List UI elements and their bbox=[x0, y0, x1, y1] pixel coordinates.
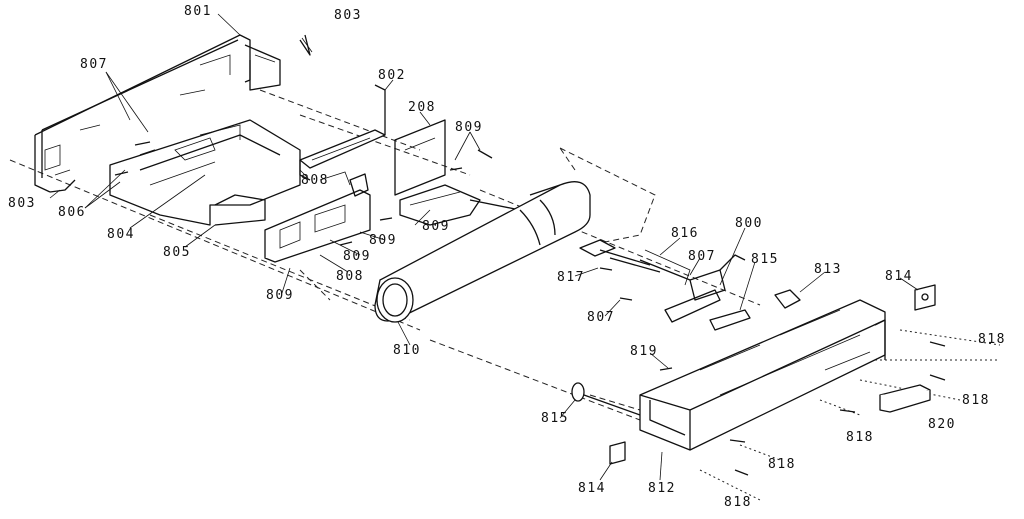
label-818: 818 bbox=[724, 495, 752, 510]
part-814-tab-right bbox=[914, 284, 936, 311]
label-814: 814 bbox=[885, 269, 913, 284]
part-814-tab-left bbox=[609, 441, 626, 465]
label-818: 818 bbox=[768, 457, 796, 472]
label-810: 810 bbox=[393, 343, 421, 358]
label-815: 815 bbox=[541, 411, 569, 426]
label-807: 807 bbox=[587, 310, 615, 325]
label-818: 818 bbox=[962, 393, 990, 408]
label-803: 803 bbox=[334, 8, 362, 23]
label-208: 208 bbox=[408, 100, 436, 115]
part-805-inner-frame bbox=[109, 119, 301, 226]
part-816-link bbox=[579, 239, 661, 273]
label-808: 808 bbox=[336, 269, 364, 284]
label-809: 809 bbox=[343, 249, 371, 264]
label-804: 804 bbox=[107, 227, 135, 242]
label-806: 806 bbox=[58, 205, 86, 220]
label-819: 819 bbox=[630, 344, 658, 359]
label-814: 814 bbox=[578, 481, 606, 496]
label-805: 805 bbox=[163, 245, 191, 260]
label-803: 803 bbox=[8, 196, 36, 211]
part-800-carriage bbox=[639, 249, 746, 323]
part-815-strip bbox=[709, 309, 751, 331]
label-813: 813 bbox=[814, 262, 842, 277]
part-812-housing bbox=[639, 299, 886, 451]
label-816: 816 bbox=[671, 226, 699, 241]
label-815: 815 bbox=[751, 252, 779, 267]
screws bbox=[114, 141, 946, 476]
label-807: 807 bbox=[80, 57, 108, 72]
part-801-chassis-frame bbox=[34, 34, 251, 193]
label-809: 809 bbox=[455, 120, 483, 135]
leader-lines bbox=[49, 13, 919, 481]
part-813 bbox=[774, 289, 801, 309]
part-208-plate bbox=[394, 119, 446, 196]
label-818: 818 bbox=[978, 332, 1006, 347]
label-812: 812 bbox=[648, 481, 676, 496]
part-803-spring bbox=[299, 34, 313, 56]
part-labels: 801 803 807 802 208 809 803 806 804 808 … bbox=[8, 4, 1006, 510]
part-815-rod bbox=[571, 382, 641, 416]
assembly-guide-lines bbox=[9, 89, 1001, 501]
label-820: 820 bbox=[928, 417, 956, 432]
label-801: 801 bbox=[184, 4, 212, 19]
label-809: 809 bbox=[422, 219, 450, 234]
label-818: 818 bbox=[846, 430, 874, 445]
label-807: 807 bbox=[688, 249, 716, 264]
label-809: 809 bbox=[369, 233, 397, 248]
part-circuit-board bbox=[264, 171, 371, 263]
label-809: 809 bbox=[266, 288, 294, 303]
label-817: 817 bbox=[557, 270, 585, 285]
part-820-block bbox=[879, 384, 931, 413]
label-800: 800 bbox=[735, 216, 763, 231]
part-bracket-upper bbox=[244, 44, 281, 91]
label-808: 808 bbox=[301, 173, 329, 188]
part-810-tube bbox=[374, 181, 591, 323]
part-802-rail bbox=[299, 84, 386, 181]
label-802: 802 bbox=[378, 68, 406, 83]
part-mechanism bbox=[399, 184, 521, 226]
